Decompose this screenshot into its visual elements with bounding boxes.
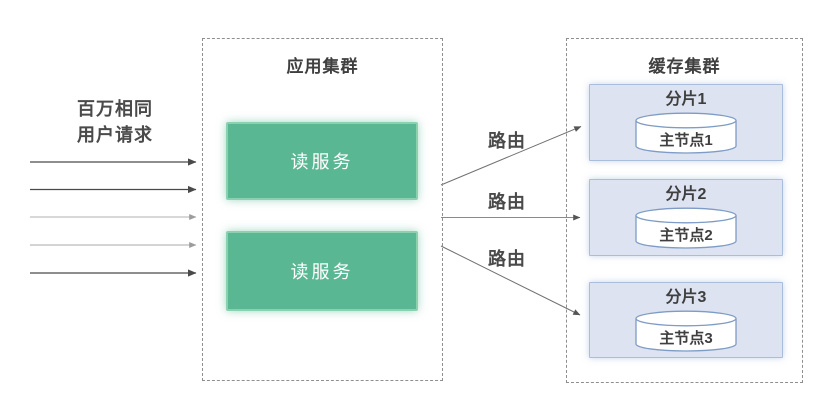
read-service-box-2: 读服务: [226, 231, 418, 311]
shard-title-1: 分片1: [665, 91, 707, 108]
database-cylinder-icon: [635, 112, 737, 154]
shard-title-2: 分片2: [665, 186, 707, 203]
read-service-box-1: 读服务: [226, 122, 418, 200]
database-cylinder-icon: [635, 207, 737, 249]
route-label-1: 路由: [488, 131, 526, 151]
route-label-2: 路由: [488, 192, 526, 212]
master-node-cylinder-3: 主节点3: [635, 310, 737, 354]
user-requests-label-line1: 百万相同: [77, 99, 153, 119]
app-cluster-box: 应用集群 读服务 读服务: [202, 38, 443, 381]
master-node-label-1: 主节点1: [659, 132, 713, 149]
read-service-label-2: 读服务: [290, 262, 354, 282]
cache-cluster-title: 缓存集群: [648, 57, 721, 76]
shard-box-2: 分片2 主节点2: [589, 179, 783, 256]
master-node-cylinder-1: 主节点1: [635, 112, 737, 156]
shard-box-3: 分片3 主节点3: [589, 282, 783, 358]
user-requests-label-line2: 用户请求: [77, 125, 153, 145]
user-requests-label: 百万相同 用户请求: [55, 96, 175, 148]
master-node-label-2: 主节点2: [659, 227, 713, 244]
database-cylinder-icon: [635, 310, 737, 352]
route-label-3: 路由: [488, 249, 526, 269]
cache-cluster-box: 缓存集群 分片1 主节点1 分片2 主节点2 分片3: [566, 38, 803, 383]
master-node-label-3: 主节点3: [659, 330, 713, 347]
shard-box-1: 分片1 主节点1: [589, 84, 783, 161]
read-service-label-1: 读服务: [290, 152, 354, 172]
app-cluster-title: 应用集群: [286, 57, 359, 76]
master-node-cylinder-2: 主节点2: [635, 207, 737, 251]
shard-title-3: 分片3: [665, 289, 707, 306]
